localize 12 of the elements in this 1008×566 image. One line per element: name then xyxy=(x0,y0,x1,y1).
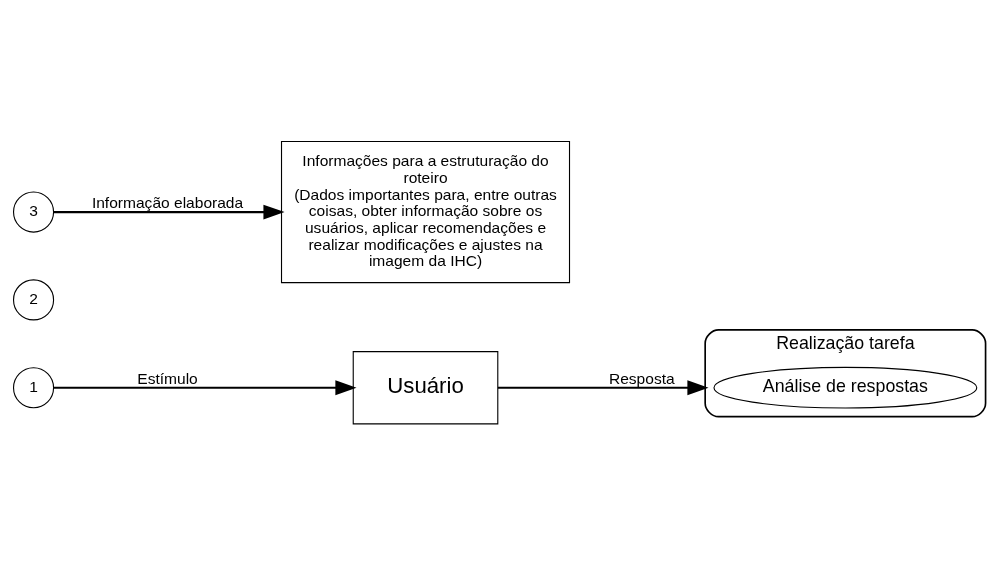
node-box: Informações para a estruturação do roteiro (Dados importantes para, entre outras coisas, obter informação sobre os usuários, aplicar recomendações e realizar modificações e ajustes na imagem da IHC) xyxy=(280,140,571,283)
node-circle: 2 xyxy=(12,278,55,320)
edge-label: Resposta xyxy=(608,369,675,387)
arrow xyxy=(54,379,357,395)
edge-label: Informação elaborada xyxy=(91,193,244,211)
node-circle: 3 xyxy=(12,191,55,233)
arrow xyxy=(54,204,285,219)
node-ellipse: Análise de respostas xyxy=(713,366,978,409)
edge-label: Estímulo xyxy=(137,369,198,387)
arrow xyxy=(497,379,709,395)
node-circle: 1 xyxy=(12,366,55,408)
node-box: Usuário xyxy=(352,350,499,424)
